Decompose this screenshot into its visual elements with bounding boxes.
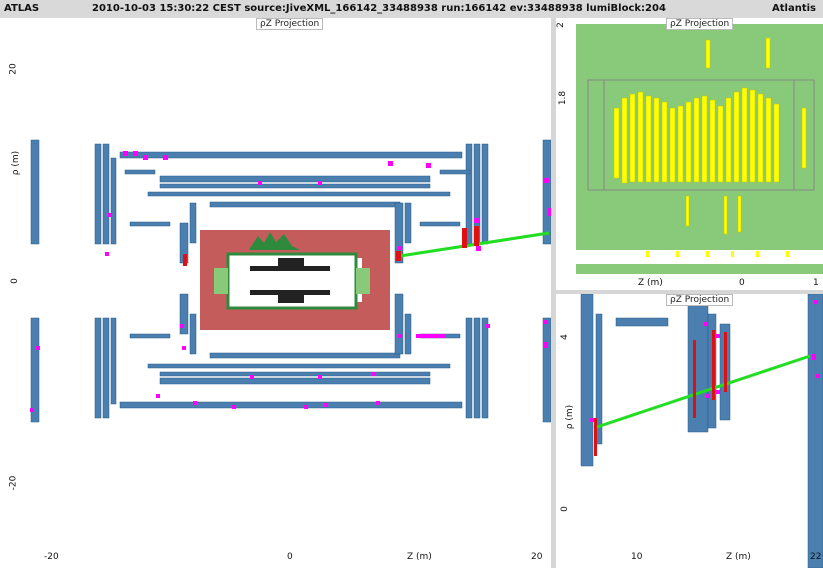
main-x-tick-left: -20 — [44, 552, 59, 562]
top-right-x-tick-0: 0 — [739, 278, 745, 288]
main-view-title: ρZ Projection — [256, 18, 324, 30]
bottom-right-zoom-view[interactable]: ρZ Projection ρ (m) 4 0 10 Z (m) 22 — [556, 294, 823, 568]
bottom-right-view-title: ρZ Projection — [666, 294, 734, 306]
app-name: Atlantis — [772, 3, 816, 14]
bottom-right-x-tick-10: 10 — [631, 552, 643, 562]
muon-zoom-drawing — [580, 294, 823, 568]
top-right-y-tick: 1.8 — [558, 90, 569, 106]
main-x-tick-right: 20 — [531, 552, 543, 562]
main-y-tick-top: 20 — [8, 63, 19, 75]
top-right-y-tick-top: 2 — [556, 22, 566, 28]
top-right-view-title: ρZ Projection — [666, 18, 734, 30]
bottom-right-x-axis-label: Z (m) — [726, 552, 751, 562]
title-bar: ATLAS 2010-10-03 15:30:22 CEST source:Ji… — [0, 0, 823, 18]
bottom-right-y-axis-label: ρ (m) — [565, 404, 576, 430]
top-right-x-axis-label: Z (m) — [638, 278, 663, 288]
bottom-right-y-tick-0: 0 — [559, 506, 570, 512]
main-y-axis-label: ρ (m) — [11, 150, 22, 176]
event-info: 2010-10-03 15:30:22 CEST source:JiveXML_… — [92, 3, 666, 14]
main-x-tick-mid: 0 — [287, 552, 293, 562]
main-x-axis-label: Z (m) — [407, 552, 432, 562]
bottom-right-x-tick-22: 22 — [810, 552, 822, 562]
brand-label: ATLAS — [4, 3, 40, 14]
main-y-tick-mid: 0 — [9, 278, 20, 284]
top-right-x-tick-1: 1 — [813, 278, 819, 288]
bottom-right-y-tick-4: 4 — [559, 334, 570, 340]
main-rhoz-view[interactable]: ρZ Projection ρ (m) 20 0 -20 -20 0 20 Z … — [0, 18, 551, 568]
main-detector-drawing — [30, 139, 551, 423]
top-right-zoom-view[interactable]: ρZ Projection 2 1.8 Z (m) 0 1 — [556, 18, 823, 290]
calorimeter-zoom-drawing — [576, 24, 823, 274]
main-y-tick-bottom: -20 — [8, 475, 19, 491]
